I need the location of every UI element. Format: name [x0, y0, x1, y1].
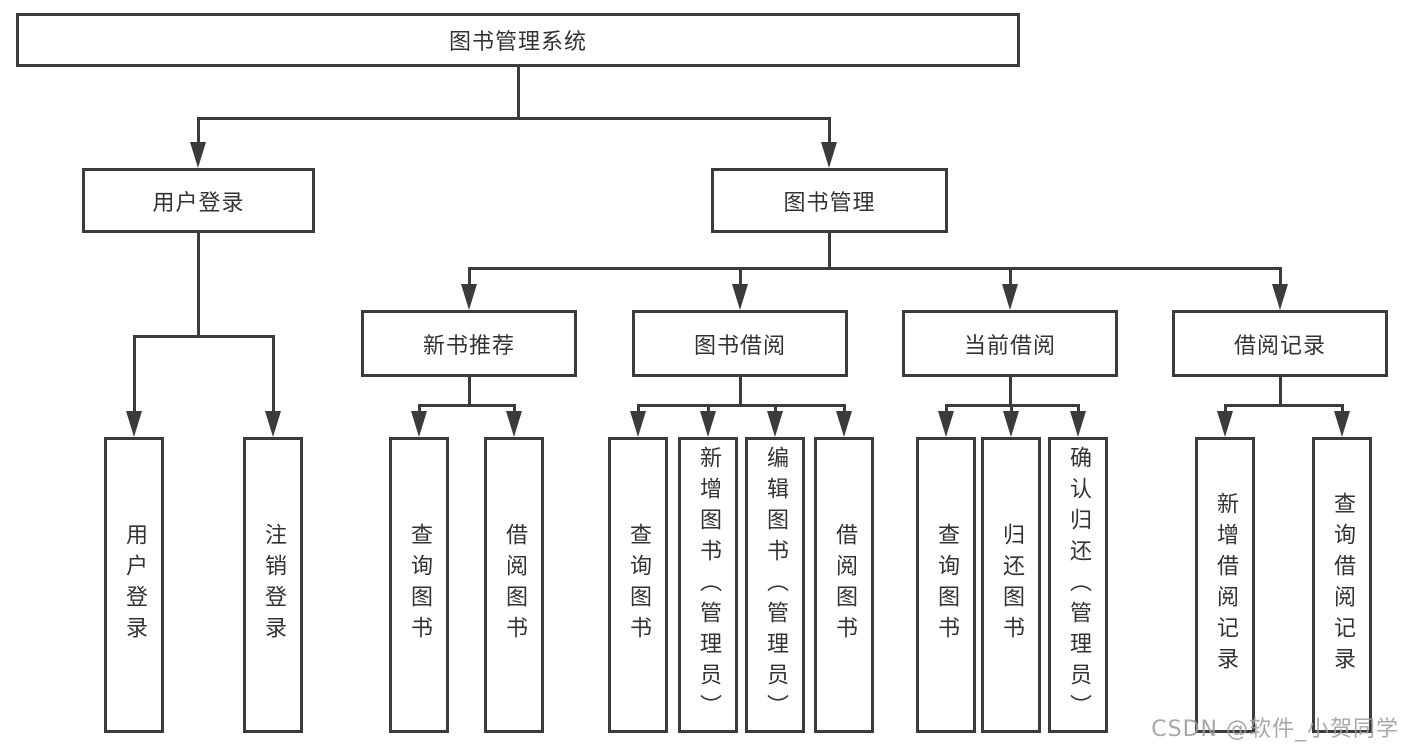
arrowhead-down-icon — [767, 411, 783, 437]
connector-line — [418, 404, 421, 414]
connector-line — [468, 377, 471, 407]
connector-line — [197, 233, 200, 337]
connector-line — [197, 117, 831, 120]
connector-line — [133, 335, 136, 413]
connector-line — [739, 377, 742, 407]
node-label: 新书推荐 — [422, 333, 515, 359]
leaf-label: 借阅图书 — [832, 523, 857, 647]
leaf-query-books-borrowing: 查询图书 — [608, 437, 668, 733]
arrowhead-down-icon — [265, 411, 281, 437]
connector-line — [1009, 267, 1012, 286]
connector-line — [774, 404, 777, 414]
connector-line — [828, 117, 831, 145]
connector-line — [637, 404, 640, 414]
leaf-label: 用户登录 — [122, 523, 147, 647]
node-label: 用户登录 — [152, 190, 245, 216]
leaf-label: 查询借阅记录 — [1330, 492, 1355, 678]
arrowhead-down-icon — [1272, 284, 1288, 310]
arrowhead-down-icon — [1334, 411, 1350, 437]
connector-line — [1279, 377, 1282, 407]
arrowhead-down-icon — [1003, 411, 1019, 437]
connector-line — [739, 267, 742, 286]
connector-line — [828, 233, 831, 270]
leaf-label: 注销登录 — [261, 523, 286, 647]
arrowhead-down-icon — [461, 284, 477, 310]
connector-line — [843, 404, 846, 414]
arrowhead-down-icon — [1070, 411, 1086, 437]
node-label: 图书管理 — [783, 190, 876, 216]
connector-line — [945, 404, 948, 414]
leaf-label: 新增借阅记录 — [1213, 492, 1238, 678]
leaf-label: 查询图书 — [626, 523, 651, 647]
csdn-watermark: CSDN @软件_小贺同学 — [1151, 717, 1399, 742]
connector-line — [517, 67, 520, 119]
connector-line — [1279, 267, 1282, 286]
arrowhead-down-icon — [190, 142, 206, 168]
connector-line — [1224, 404, 1227, 414]
leaf-user-login: 用户登录 — [104, 437, 164, 733]
arrowhead-down-icon — [821, 142, 837, 168]
arrowhead-down-icon — [411, 411, 427, 437]
leaf-label: 借阅图书 — [502, 523, 527, 647]
arrowhead-down-icon — [1002, 284, 1018, 310]
connector-line — [1077, 404, 1080, 414]
node-label: 当前借阅 — [963, 333, 1056, 359]
leaf-label: 新增图书（管理员） — [696, 445, 721, 725]
node-book-management: 图书管理 — [711, 168, 948, 233]
leaf-add-borrow-record: 新增借阅记录 — [1195, 437, 1255, 733]
connector-line — [418, 404, 516, 407]
leaf-query-borrow-record: 查询借阅记录 — [1312, 437, 1372, 733]
arrowhead-down-icon — [700, 411, 716, 437]
connector-line — [1224, 404, 1344, 407]
connector-line — [707, 404, 710, 414]
connector-line — [272, 335, 275, 413]
connector-line — [197, 117, 200, 145]
node-user-login: 用户登录 — [82, 168, 315, 233]
node-library-management-system: 图书管理系统 — [16, 13, 1020, 67]
arrowhead-down-icon — [1217, 411, 1233, 437]
leaf-borrow-books-recommend: 借阅图书 — [484, 437, 544, 733]
node-book-borrowing: 图书借阅 — [632, 310, 848, 377]
connector-line — [133, 335, 275, 338]
leaf-label: 编辑图书（管理员） — [763, 445, 788, 725]
leaf-edit-books-admin: 编辑图书（管理员） — [745, 437, 805, 733]
connector-line — [1341, 404, 1344, 414]
arrowhead-down-icon — [732, 284, 748, 310]
arrowhead-down-icon — [506, 411, 522, 437]
leaf-borrow-books: 借阅图书 — [814, 437, 874, 733]
leaf-query-books-current: 查询图书 — [916, 437, 976, 733]
node-label: 借阅记录 — [1233, 333, 1326, 359]
leaf-label: 查询图书 — [407, 523, 432, 647]
leaf-confirm-return-admin: 确认归还（管理员） — [1048, 437, 1108, 733]
connector-line — [1009, 377, 1012, 407]
connector-line — [468, 267, 471, 286]
connector-line — [468, 267, 1282, 270]
node-label: 图书借阅 — [693, 333, 786, 359]
leaf-label: 确认归还（管理员） — [1066, 445, 1091, 725]
leaf-label: 归还图书 — [999, 523, 1024, 647]
arrowhead-down-icon — [630, 411, 646, 437]
node-borrowing-records: 借阅记录 — [1172, 310, 1388, 377]
arrowhead-down-icon — [938, 411, 954, 437]
leaf-logout: 注销登录 — [243, 437, 303, 733]
leaf-query-books-recommend: 查询图书 — [389, 437, 449, 733]
arrowhead-down-icon — [126, 411, 142, 437]
connector-line — [637, 404, 846, 407]
node-current-borrowing: 当前借阅 — [902, 310, 1118, 377]
connector-line — [1010, 404, 1013, 414]
leaf-label: 查询图书 — [934, 523, 959, 647]
node-new-book-recommendation: 新书推荐 — [361, 310, 577, 377]
leaf-return-books: 归还图书 — [981, 437, 1041, 733]
arrowhead-down-icon — [836, 411, 852, 437]
connector-line — [513, 404, 516, 414]
node-label: 图书管理系统 — [448, 30, 587, 55]
leaf-add-books-admin: 新增图书（管理员） — [678, 437, 738, 733]
